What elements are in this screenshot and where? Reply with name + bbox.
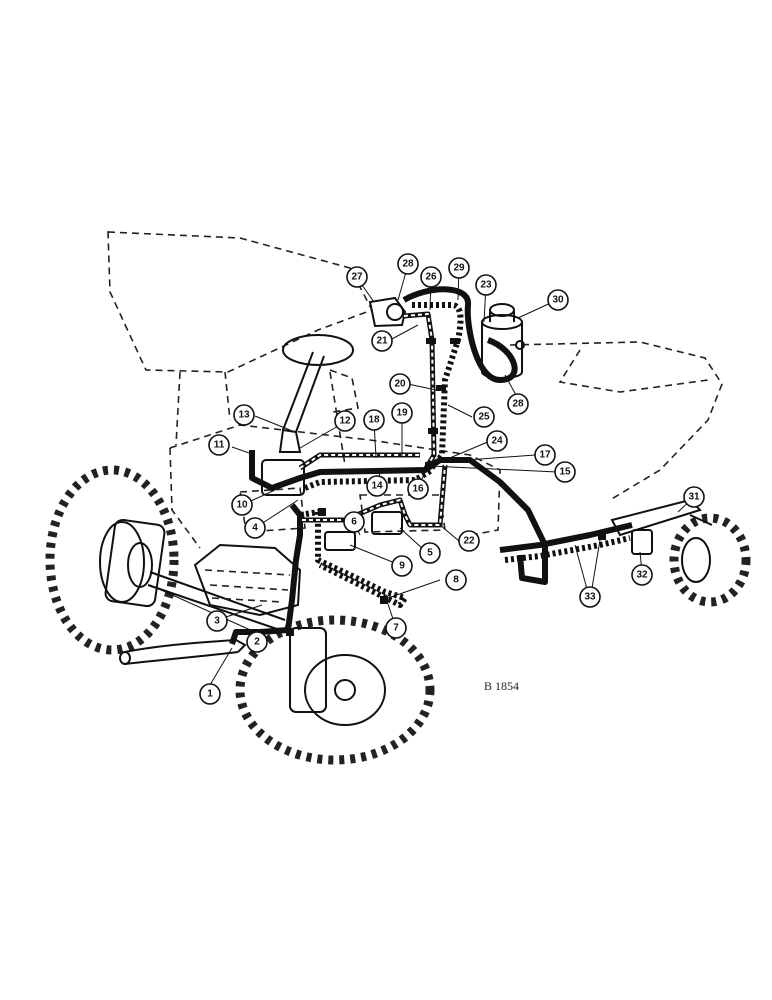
svg-text:22: 22 <box>463 536 475 547</box>
leader-lines <box>149 264 695 686</box>
svg-text:16: 16 <box>412 484 424 495</box>
callout-4: 4 <box>244 517 266 539</box>
callout-25: 25 <box>473 406 495 428</box>
callout-6: 6 <box>343 511 365 533</box>
callout-17: 17 <box>534 444 556 466</box>
callout-32: 32 <box>631 564 653 586</box>
svg-text:32: 32 <box>636 570 648 581</box>
svg-text:23: 23 <box>480 280 492 291</box>
callout-7: 7 <box>385 617 407 639</box>
reference-code: B 1854 <box>484 679 519 693</box>
svg-text:4: 4 <box>252 523 258 534</box>
callout-5: 5 <box>419 542 441 564</box>
callout-27: 27 <box>346 266 368 288</box>
svg-text:24: 24 <box>491 436 503 447</box>
callout-15: 15 <box>554 461 576 483</box>
callout-28-lower: 28 <box>507 393 529 415</box>
callout-1: 1 <box>199 683 221 705</box>
callout-26: 26 <box>420 266 442 288</box>
svg-text:11: 11 <box>214 440 225 451</box>
svg-text:15: 15 <box>559 467 571 478</box>
callout-19: 19 <box>391 402 413 424</box>
svg-text:7: 7 <box>393 623 399 634</box>
callout-21: 21 <box>371 330 393 352</box>
svg-text:29: 29 <box>453 263 465 274</box>
svg-text:31: 31 <box>688 492 700 503</box>
svg-text:21: 21 <box>376 336 388 347</box>
svg-text:5: 5 <box>427 548 433 559</box>
front-axle <box>104 518 286 665</box>
callout-13: 13 <box>233 404 255 426</box>
callout-18: 18 <box>363 409 385 431</box>
callout-20: 20 <box>389 373 411 395</box>
callout-33: 33 <box>579 586 601 608</box>
svg-text:9: 9 <box>399 561 405 572</box>
svg-text:12: 12 <box>339 416 351 427</box>
left-rear-wheel <box>45 465 179 655</box>
callout-16: 16 <box>407 478 429 500</box>
transmission-block <box>193 543 302 617</box>
callout-23: 23 <box>475 274 497 296</box>
hydraulic-pump <box>368 296 407 328</box>
svg-text:10: 10 <box>236 500 248 511</box>
svg-text:20: 20 <box>394 379 406 390</box>
svg-text:13: 13 <box>238 410 250 421</box>
callout-8: 8 <box>445 569 467 591</box>
svg-text:1: 1 <box>207 689 213 700</box>
callouts: 1 2 3 4 5 6 7 8 9 10 11 12 13 14 15 16 1… <box>199 253 705 705</box>
callout-11: 11 <box>208 434 230 456</box>
callout-31: 31 <box>683 486 705 508</box>
callout-24: 24 <box>486 430 508 452</box>
svg-text:14: 14 <box>371 481 383 492</box>
callout-3: 3 <box>206 610 228 632</box>
svg-text:27: 27 <box>351 272 363 283</box>
svg-text:30: 30 <box>552 295 564 306</box>
svg-text:8: 8 <box>453 575 459 586</box>
rear-steer-wheel <box>669 513 751 607</box>
tractor-body-outline <box>107 231 723 549</box>
callout-30: 30 <box>547 289 569 311</box>
svg-text:18: 18 <box>368 415 380 426</box>
svg-text:25: 25 <box>478 412 490 423</box>
callout-29: 29 <box>448 257 470 279</box>
svg-text:28: 28 <box>512 399 524 410</box>
callout-28-top: 28 <box>397 253 419 275</box>
svg-text:19: 19 <box>396 408 408 419</box>
callout-12: 12 <box>334 410 356 432</box>
svg-text:17: 17 <box>539 450 551 461</box>
callout-2: 2 <box>246 631 268 653</box>
svg-text:26: 26 <box>425 272 437 283</box>
svg-text:3: 3 <box>214 616 220 627</box>
callout-9: 9 <box>391 555 413 577</box>
callout-10: 10 <box>231 494 253 516</box>
svg-text:28: 28 <box>402 259 414 270</box>
svg-text:6: 6 <box>351 517 357 528</box>
steering-column <box>278 334 359 453</box>
front-drive-wheel <box>235 615 435 765</box>
callout-22: 22 <box>458 530 480 552</box>
callout-14: 14 <box>366 475 388 497</box>
svg-text:33: 33 <box>584 592 596 603</box>
svg-text:2: 2 <box>254 637 260 648</box>
